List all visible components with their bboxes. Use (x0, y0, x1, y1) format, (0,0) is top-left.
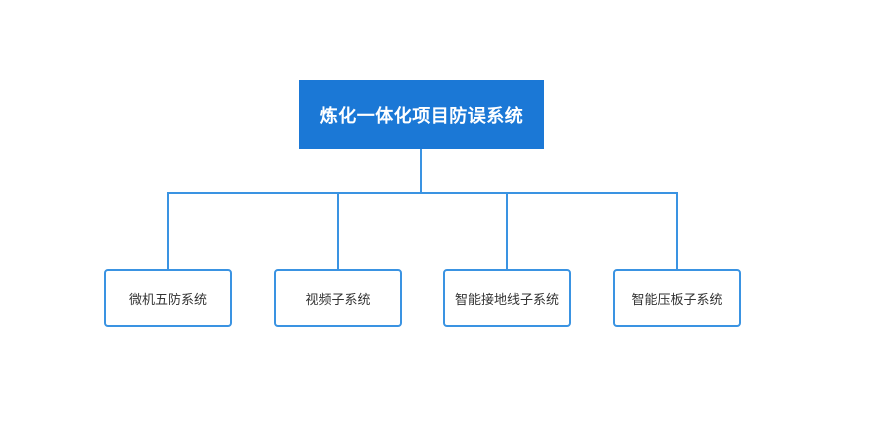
child-node-3: 智能接地线子系统 (443, 269, 571, 327)
child-node-label: 视频子系统 (305, 292, 371, 308)
root-node: 炼化一体化项目防误系统 (299, 80, 544, 149)
connector-horizontal-bus (167, 192, 678, 194)
child-node-4: 智能压板子系统 (613, 269, 741, 327)
child-node-1: 微机五防系统 (104, 269, 232, 327)
connector-branch-3 (506, 192, 508, 269)
child-node-label: 智能压板子系统 (631, 292, 723, 308)
child-node-label: 智能接地线子系统 (454, 292, 559, 308)
connector-root-trunk (420, 149, 422, 194)
root-node-label: 炼化一体化项目防误系统 (319, 105, 524, 127)
child-node-2: 视频子系统 (274, 269, 402, 327)
connector-branch-1 (167, 192, 169, 269)
connector-branch-4 (676, 192, 678, 269)
connector-branch-2 (337, 192, 339, 269)
child-node-label: 微机五防系统 (128, 292, 207, 308)
